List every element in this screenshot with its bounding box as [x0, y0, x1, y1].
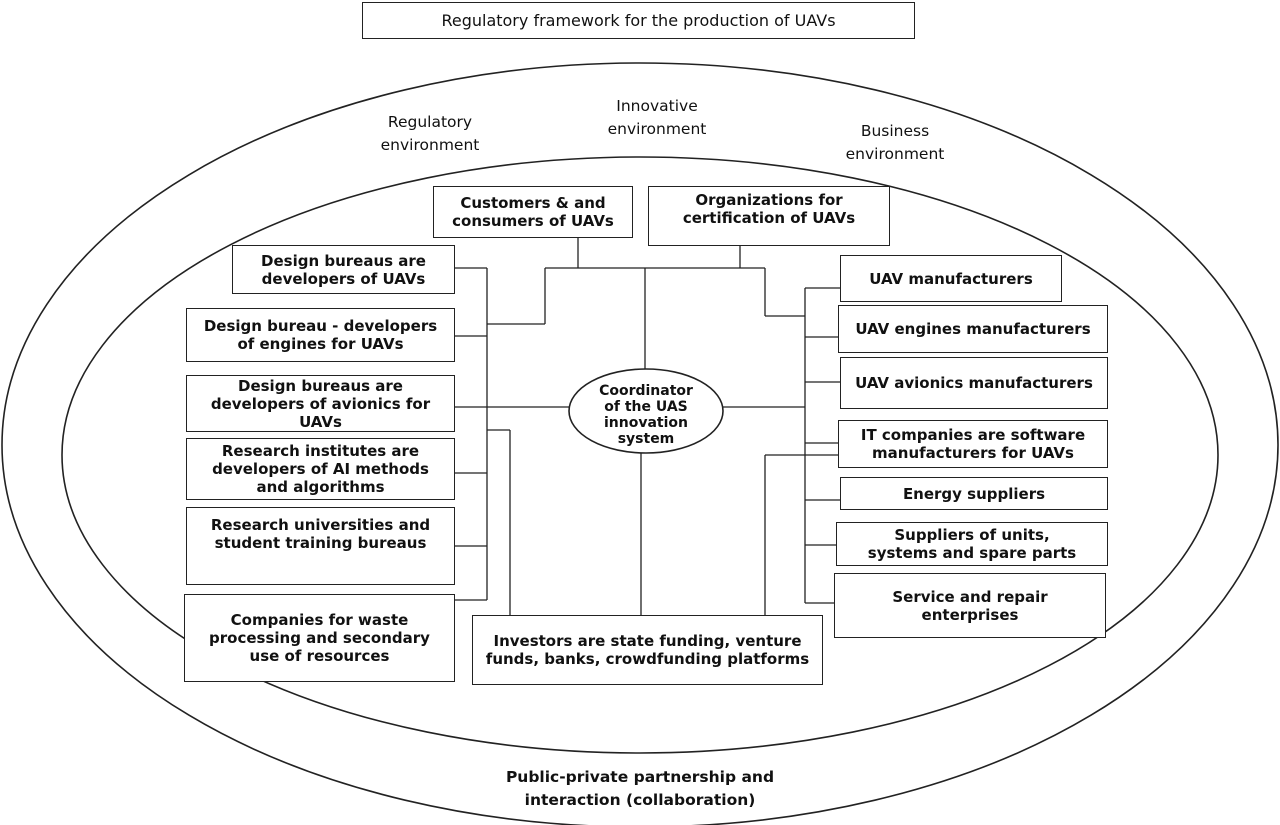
research-institutes-box: Research institutes are developers of AI…	[186, 438, 455, 500]
business-environment-label: Business environment	[845, 122, 945, 163]
research-universities-box: Research universities and student traini…	[186, 507, 455, 585]
certification-box: Organizations for certification of UAVs	[648, 186, 890, 246]
inner-ellipse	[61, 156, 1219, 754]
investors-box: Investors are state funding, venture fun…	[472, 615, 823, 685]
energy-suppliers-box: Energy suppliers	[840, 477, 1108, 510]
design-bureaus-uav-box: Design bureaus are developers of UAVs	[232, 245, 455, 294]
regulatory-environment-label: Regulatory environment	[380, 113, 480, 154]
page-title: Regulatory framework for the production …	[362, 2, 915, 39]
customers-box: Customers & and consumers of UAVs	[433, 186, 633, 238]
uav-manufacturers-box: UAV manufacturers	[840, 255, 1062, 302]
uav-avionics-manufacturers-box: UAV avionics manufacturers	[840, 357, 1108, 409]
ppp-label: Public-private partnership and interacti…	[505, 768, 775, 809]
coordinator-label: Coordinator of the UAS innovation system	[599, 383, 693, 447]
service-repair-box: Service and repair enterprises	[834, 573, 1106, 638]
connectors	[455, 238, 840, 617]
waste-processing-box: Companies for waste processing and secon…	[184, 594, 455, 682]
outer-ellipse	[1, 62, 1279, 825]
design-bureaus-avionics-box: Design bureaus are developers of avionic…	[186, 375, 455, 432]
uav-engines-manufacturers-box: UAV engines manufacturers	[838, 305, 1108, 353]
design-bureau-engines-box: Design bureau - developers of engines fo…	[186, 308, 455, 362]
innovative-environment-label: Innovative environment	[607, 97, 707, 138]
it-companies-box: IT companies are software manufacturers …	[838, 420, 1108, 468]
coordinator-ellipse	[568, 368, 724, 454]
suppliers-units-box: Suppliers of units, systems and spare pa…	[836, 522, 1108, 566]
